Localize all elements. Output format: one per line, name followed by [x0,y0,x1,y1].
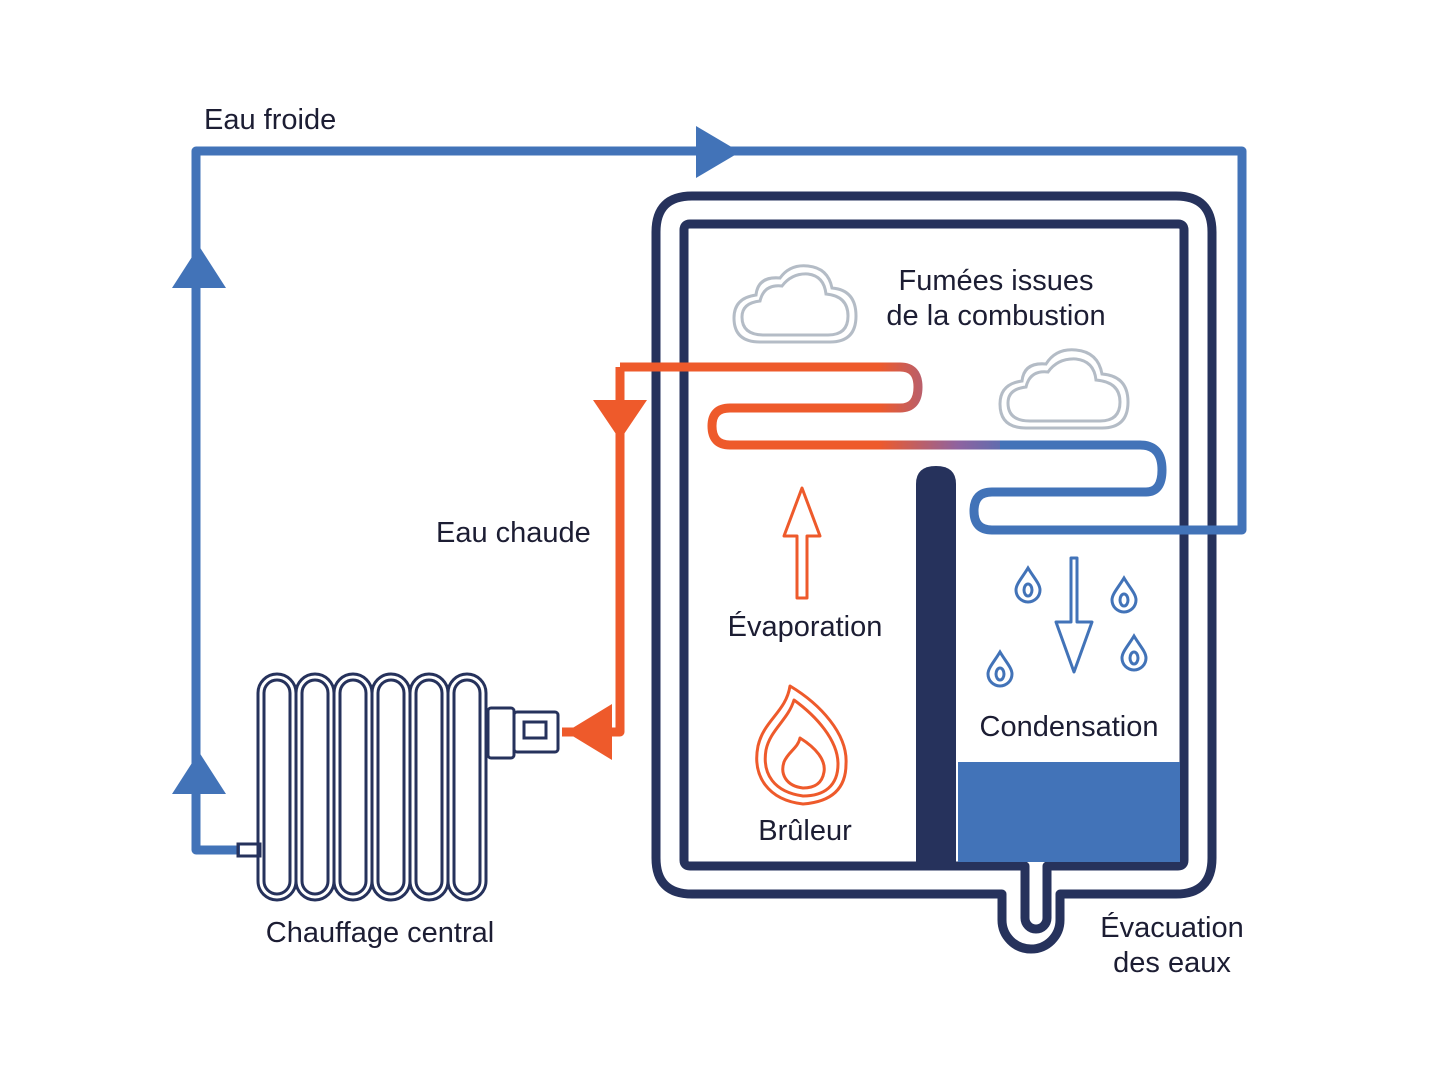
flow-arrow-up-icon [172,752,226,794]
flow-arrow-down-icon [593,400,647,440]
boiler-casing [651,191,1217,954]
heat-exchanger-coil [620,362,1000,450]
water-drop-icon [1014,565,1042,604]
divider-baffle [916,466,956,864]
condensate-pool [958,762,1180,862]
drain-label-line2: des eaux [1113,947,1231,979]
drain-label-line1: Évacuation [1100,911,1244,944]
fumes-label-line2: de la combustion [886,300,1105,332]
water-drop-icon [986,649,1014,688]
burner-label: Brûleur [758,815,852,847]
evaporation-arrow-icon [782,486,822,600]
hot-water-label: Eau chaude [436,517,591,549]
water-drop-icon [1120,633,1148,672]
condensation-arrow-icon [1054,556,1094,674]
cloud-icon [998,348,1130,430]
radiator-icon [236,672,560,902]
flame-icon [755,684,848,806]
cloud-icon [732,264,858,344]
cold-water-label: Eau froide [204,104,336,136]
flow-arrow-right-icon [696,126,740,178]
water-drop-icon [1110,575,1138,614]
evaporation-label: Évaporation [728,610,883,643]
cold-water-pipe [191,146,1247,855]
central-heating-label: Chauffage central [266,917,494,949]
flow-arrow-left-icon [566,704,612,760]
condensation-label: Condensation [980,711,1159,743]
flow-arrow-up-icon [172,246,226,288]
fumes-label-line1: Fumées issues [898,265,1093,297]
